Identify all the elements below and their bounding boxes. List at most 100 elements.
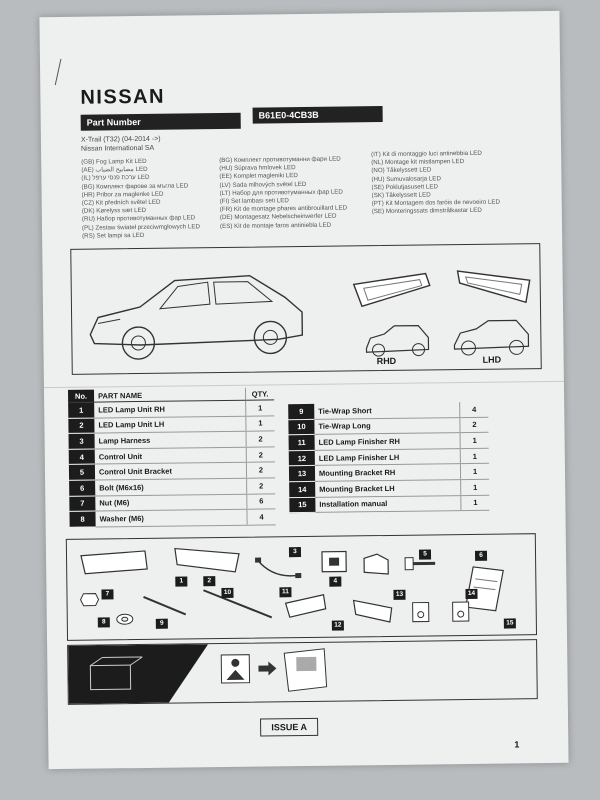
part-name: LED Lamp Unit RH xyxy=(94,400,246,418)
language-item: (SE) Monteringssats dimstrålkastar LED xyxy=(371,207,482,216)
page-number: 1 xyxy=(514,739,520,750)
part-no: 14 xyxy=(289,481,316,498)
part-name: LED Lamp Finisher RH xyxy=(314,432,461,451)
fold-line xyxy=(43,380,564,389)
language-column-2: (BG) Комплект противотуманни фари LED (H… xyxy=(219,155,347,230)
part-qty: 2 xyxy=(459,416,489,433)
finisher-lh-icon xyxy=(352,599,393,623)
part-no: 13 xyxy=(288,465,316,482)
mounting-bracket-lh-icon xyxy=(452,601,470,622)
part-no: 11 xyxy=(288,434,315,451)
fog-lamp-lh-icon xyxy=(456,270,531,304)
callout-2: 2 xyxy=(203,576,216,587)
callout-10: 10 xyxy=(221,587,234,599)
part-name: Lamp Harness xyxy=(94,431,247,449)
callout-13: 13 xyxy=(393,589,406,600)
pen-mark-icon xyxy=(54,58,62,86)
part-qty: 4 xyxy=(459,401,489,418)
part-qty: 1 xyxy=(460,479,490,496)
part-name: Washer (M6) xyxy=(95,509,248,527)
part-no: 12 xyxy=(288,450,315,467)
nut-icon xyxy=(79,593,100,607)
part-qty: 2 xyxy=(246,477,276,494)
brand-logo: NISSAN xyxy=(80,85,166,109)
suv-front-rhd-icon xyxy=(365,324,430,357)
language-item: (ES) Kit de montaje faros antiniebla LED xyxy=(219,221,332,230)
part-no: 10 xyxy=(288,418,315,435)
callout-4: 4 xyxy=(329,576,342,587)
part-qty: 1 xyxy=(460,432,489,449)
rhd-label: RHD xyxy=(376,355,397,367)
tie-wrap-long-icon xyxy=(203,589,273,619)
header-qty: QTY. xyxy=(245,387,275,401)
part-name: Mounting Bracket LH xyxy=(315,479,461,497)
part-no: 1 xyxy=(68,402,95,418)
header-no: No. xyxy=(67,389,95,403)
suv-side-view-icon xyxy=(89,274,304,360)
model-info: X-Trail (T32) (04-2014 ->) Nissan Intern… xyxy=(81,135,161,154)
part-qty: 1 xyxy=(245,399,275,416)
vehicle-overview-panel: RHD LHD xyxy=(70,243,542,375)
part-qty: 4 xyxy=(246,509,276,525)
finisher-rh-icon xyxy=(284,594,327,618)
callout-1: 1 xyxy=(175,576,188,587)
part-no: 8 xyxy=(69,511,96,528)
part-qty: 1 xyxy=(460,494,490,511)
part-name: LED Lamp Unit LH xyxy=(94,415,247,434)
callout-6: 6 xyxy=(474,550,488,561)
part-name: Tie-Wrap Short xyxy=(314,402,460,419)
control-unit-icon xyxy=(321,550,347,573)
instruction-sheet: NISSAN Part Number B61E0-4CB3B X-Trail (… xyxy=(39,10,569,770)
model-line: Nissan International SA xyxy=(80,144,155,153)
part-name: Mounting Bracket RH xyxy=(314,463,461,482)
part-no: 2 xyxy=(68,417,95,434)
callout-11: 11 xyxy=(279,587,292,598)
harness-icon xyxy=(255,557,302,579)
part-name: LED Lamp Finisher LH xyxy=(314,448,461,466)
language-column-3: (IT) Kit di montaggio luci antinebbia LE… xyxy=(371,150,500,217)
part-qty: 1 xyxy=(245,415,275,432)
manual-document-icon xyxy=(283,648,328,692)
part-number-label: Part Number xyxy=(80,112,241,131)
part-qty: 2 xyxy=(246,431,275,447)
callout-15: 15 xyxy=(503,618,516,629)
callout-5: 5 xyxy=(418,549,432,560)
callout-9: 9 xyxy=(155,618,168,629)
callout-14: 14 xyxy=(465,588,478,600)
instruction-panel xyxy=(67,639,538,705)
language-column-1: (GB) Fog Lamp Kit LED (AE) مصابيح الضباب… xyxy=(81,157,200,240)
mounting-bracket-rh-icon xyxy=(412,601,430,623)
part-no: 3 xyxy=(68,433,95,450)
part-qty: 2 xyxy=(246,462,276,479)
part-qty: 1 xyxy=(460,463,490,480)
part-name: Bolt (M6x16) xyxy=(95,478,247,496)
part-name: Control Unit Bracket xyxy=(94,462,247,481)
exploded-parts-panel: 1 2 3 4 5 6 7 8 9 10 11 12 13 14 15 xyxy=(65,533,538,641)
part-no: 5 xyxy=(68,464,96,481)
part-number-value: B61E0-4CB3B xyxy=(252,106,383,124)
callout-7: 7 xyxy=(101,589,114,600)
fog-lamp-rh-icon xyxy=(352,272,431,308)
part-no: 15 xyxy=(289,496,316,513)
lhd-label: LHD xyxy=(482,354,502,365)
part-no: 4 xyxy=(68,448,95,465)
part-qty: 6 xyxy=(246,493,276,510)
bolt-icon xyxy=(404,557,436,571)
tie-wrap-short-icon xyxy=(143,596,187,616)
part-qty: 1 xyxy=(460,448,489,464)
callout-12: 12 xyxy=(331,620,344,631)
bracket-icon xyxy=(363,553,389,575)
part-name: Nut (M6) xyxy=(95,493,247,512)
issue-label: ISSUE A xyxy=(260,717,319,737)
callout-8: 8 xyxy=(97,617,110,628)
part-qty: 2 xyxy=(246,446,275,463)
part-name: Installation manual xyxy=(315,495,461,513)
parts-box-icon xyxy=(68,644,209,704)
arrow-right-icon xyxy=(258,661,277,676)
lamp-unit-rh-icon xyxy=(80,550,148,575)
lamp-unit-lh-icon xyxy=(174,547,240,573)
